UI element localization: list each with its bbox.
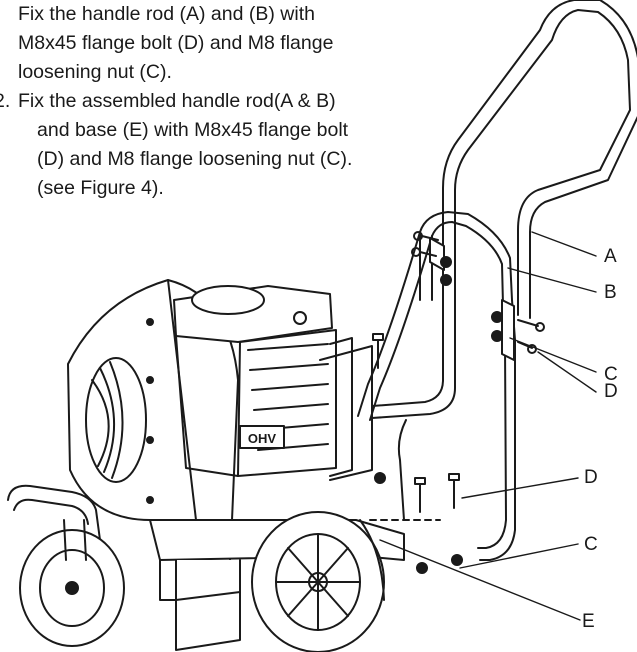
handle-hardware (411, 231, 545, 354)
step-line: Fix the assembled handle rod(A & B) (18, 90, 336, 112)
step-2: 2. Fix the assembled handle rod(A & B) a… (0, 87, 352, 203)
step-line: M8x45 flange bolt (D) and M8 flange (18, 32, 334, 54)
step-line: and base (E) with M8x45 flange bolt (37, 119, 349, 141)
handle-rod-a (371, 0, 637, 419)
discharge-chute (175, 559, 241, 651)
callout-c-lower: C (584, 534, 598, 555)
step-line: (D) and M8 flange loosening nut (C). (37, 148, 353, 170)
callout-e: E (582, 611, 595, 632)
callout-c: C (604, 364, 618, 385)
step-line: loosening nut (C). (18, 61, 172, 83)
step-number: 2. (0, 90, 11, 112)
engine (173, 285, 373, 481)
callout-b: B (604, 282, 617, 303)
base-hardware (369, 333, 463, 574)
rear-wheel (251, 511, 385, 652)
callout-d-lower: D (584, 467, 598, 488)
callout-d: D (604, 381, 618, 402)
front-wheel (7, 484, 125, 647)
engine-badge-text: OHV (248, 431, 277, 446)
step-1: . Fix the handle rod (A) and (B) with M8… (0, 0, 333, 87)
fan-housing (67, 279, 239, 521)
callout-a: A (604, 246, 617, 267)
bracket-plate-lower (501, 299, 515, 361)
step-line: (see Figure 4). (37, 177, 164, 199)
callout-leaders (379, 231, 597, 621)
step-line: Fix the handle rod (A) and (B) with (18, 3, 315, 25)
